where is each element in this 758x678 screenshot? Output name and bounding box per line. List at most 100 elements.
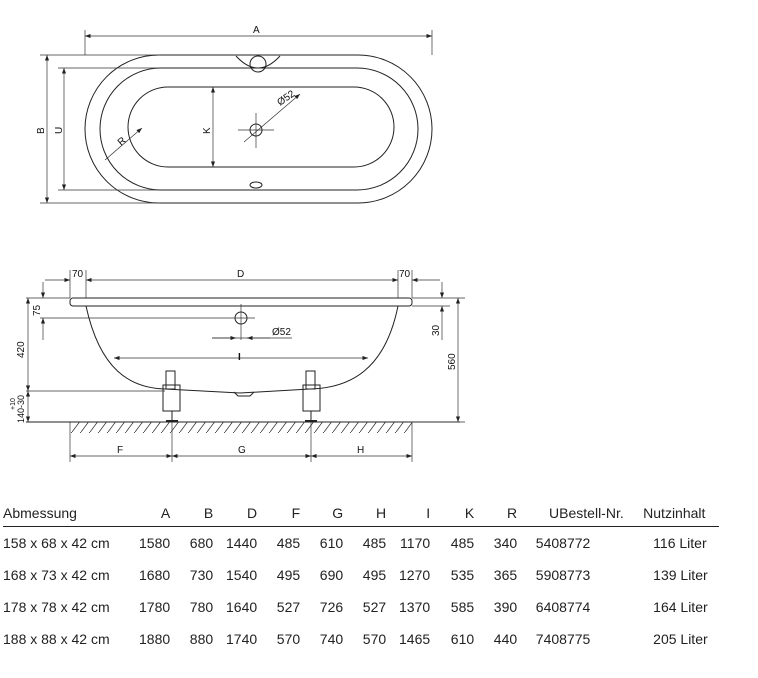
top-view: Ø52 A B U K R bbox=[36, 25, 433, 204]
tub-basin bbox=[127, 86, 395, 168]
table-cell: 8774 bbox=[559, 599, 591, 615]
table-cell: 1640 bbox=[226, 599, 258, 615]
table-cell: 205 Liter bbox=[653, 631, 708, 647]
column-header: K bbox=[430, 500, 475, 527]
table-cell: 1170 bbox=[400, 535, 431, 551]
column-header: F bbox=[257, 500, 301, 527]
dim-h-label: H bbox=[357, 445, 364, 456]
dim-right-70-label: 70 bbox=[399, 269, 411, 280]
table-cell: 1580 bbox=[139, 535, 171, 551]
table-cell: 535 bbox=[450, 567, 475, 583]
table-cell: 1880 bbox=[139, 631, 171, 647]
table-cell: 610 bbox=[450, 631, 475, 647]
column-header: H bbox=[343, 500, 387, 527]
table-cell: 485 bbox=[450, 535, 475, 551]
dim-g-label: G bbox=[238, 445, 246, 456]
technical-drawing: Ø52 A B U K R Ø52 bbox=[10, 25, 465, 462]
table-cell: 116 Liter bbox=[653, 535, 707, 551]
table-cell: 880 bbox=[189, 631, 214, 647]
column-header: D bbox=[213, 500, 258, 527]
table-cell: 1465 bbox=[399, 631, 431, 647]
table-cell: 188 x 88 x 42 cm bbox=[3, 631, 110, 647]
column-header: Bestell-Nr. bbox=[559, 500, 644, 527]
table-cell: 158 x 68 x 42 cm bbox=[3, 535, 110, 551]
table-cell: 495 bbox=[362, 567, 387, 583]
column-header: G bbox=[300, 500, 344, 527]
table-cell: 440 bbox=[493, 631, 518, 647]
table-cell: 730 bbox=[189, 567, 214, 583]
table-cell: 527 bbox=[362, 599, 387, 615]
table-cell: 139 Liter bbox=[653, 567, 708, 583]
table-cell: 168 x 73 x 42 cm bbox=[3, 567, 110, 583]
table-cell: 8775 bbox=[559, 631, 591, 647]
table-cell: 585 bbox=[450, 599, 475, 615]
table-row: 178 x 78 x 42 cm 1780 780 1640 527 726 527 1370… bbox=[3, 591, 719, 623]
floor-hatch bbox=[70, 422, 412, 433]
table-cell: 1740 bbox=[226, 631, 258, 647]
dim-left-70-label: 70 bbox=[72, 269, 84, 280]
table-cell: 485 bbox=[276, 535, 301, 551]
table-cell: 495 bbox=[276, 567, 301, 583]
table-cell: 1440 bbox=[226, 535, 258, 551]
table-cell: 740 bbox=[319, 631, 344, 647]
dim-k-label: K bbox=[202, 127, 213, 134]
table-cell: 540 bbox=[535, 535, 560, 551]
table-cell: 590 bbox=[535, 567, 560, 583]
drain-icon bbox=[249, 181, 263, 189]
table-cell: 164 Liter bbox=[653, 599, 708, 615]
table-cell: 570 bbox=[276, 631, 301, 647]
column-header: A bbox=[139, 500, 171, 527]
column-header: Nutzinhalt bbox=[643, 500, 720, 527]
right-foot bbox=[302, 370, 321, 422]
dim-b-label: B bbox=[36, 127, 47, 134]
table-cell: 1370 bbox=[399, 599, 431, 615]
table-cell: 1680 bbox=[139, 567, 171, 583]
tub-body bbox=[85, 305, 399, 394]
dim-d-label: D bbox=[237, 269, 244, 280]
table-cell: 570 bbox=[362, 631, 387, 647]
table-row: 188 x 88 x 42 cm 1880 880 1740 570 740 570 1465… bbox=[3, 623, 719, 655]
dim-f-label: F bbox=[117, 445, 123, 456]
overflow-icon bbox=[249, 55, 267, 73]
dim-75-label: 75 bbox=[32, 304, 43, 316]
dim-560-label: 560 bbox=[447, 353, 458, 370]
dim-tolerance-label: +10 bbox=[10, 398, 17, 410]
column-header: B bbox=[170, 500, 214, 527]
table-cell: 740 bbox=[535, 631, 560, 647]
table-cell: 1540 bbox=[226, 567, 258, 583]
table-cell: 340 bbox=[493, 535, 518, 551]
overflow-recess bbox=[235, 55, 281, 69]
table-cell: 365 bbox=[493, 567, 518, 583]
table-cell: 1780 bbox=[139, 599, 171, 615]
table-cell: 640 bbox=[535, 599, 560, 615]
table-cell: 610 bbox=[319, 535, 344, 551]
dim-420-label: 420 bbox=[16, 341, 27, 358]
table-cell: 178 x 78 x 42 cm bbox=[3, 599, 110, 615]
dim-140-label: 140-30 bbox=[16, 395, 26, 423]
dim-i-label: I bbox=[238, 352, 241, 363]
dim-a-label: A bbox=[253, 25, 260, 36]
column-header: Abmessung bbox=[3, 500, 139, 527]
column-header: I bbox=[386, 500, 431, 527]
column-header: U bbox=[517, 500, 560, 527]
dim-u-label: U bbox=[54, 127, 65, 134]
table-row: 158 x 68 x 42 cm 1580 680 1440 485 610 485 1170… bbox=[3, 527, 719, 560]
table-cell: 8772 bbox=[559, 535, 591, 551]
dim-30-label: 30 bbox=[431, 324, 442, 336]
dim-r-label: R bbox=[116, 135, 129, 148]
table-cell: 680 bbox=[189, 535, 214, 551]
table-cell: 390 bbox=[493, 599, 518, 615]
column-header: R bbox=[474, 500, 518, 527]
tub-outer-outline bbox=[84, 54, 433, 204]
table-cell: 485 bbox=[362, 535, 387, 551]
table-cell: 1270 bbox=[399, 567, 431, 583]
side-diameter-label: Ø52 bbox=[272, 327, 291, 338]
table-cell: 726 bbox=[319, 599, 344, 615]
table-cell: 780 bbox=[189, 599, 214, 615]
table-cell: 527 bbox=[276, 599, 301, 615]
left-foot bbox=[162, 370, 181, 422]
